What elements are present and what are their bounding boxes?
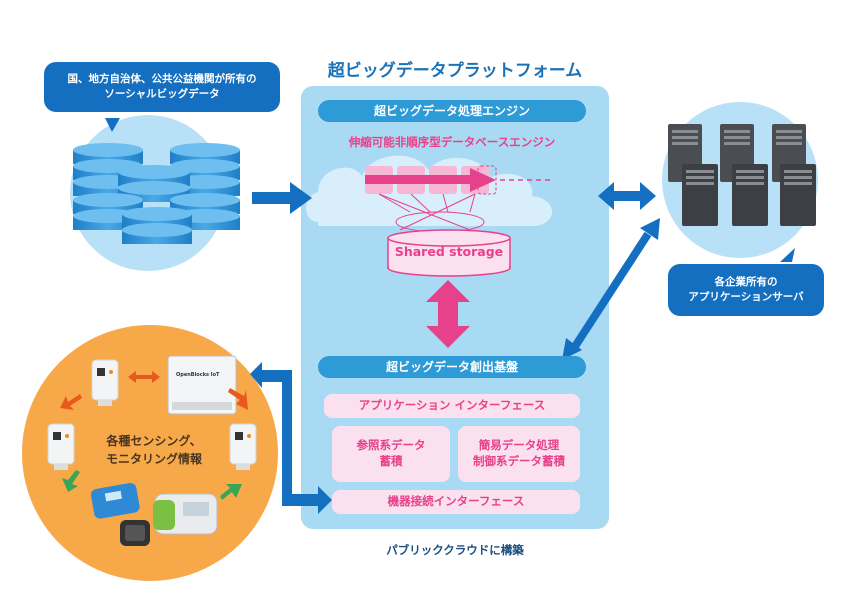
creation-base-bar: 超ビッグデータ創出基盤 (318, 356, 586, 378)
left-callout-tail (105, 118, 120, 132)
smart-watch-icon (120, 520, 150, 546)
device-interface-box: 機器接続インターフェース (332, 490, 580, 514)
sensing-label-line2: モニタリング情報 (105, 452, 202, 466)
storage-connectors (378, 193, 485, 233)
blood-pressure-monitor-icon (153, 493, 218, 535)
server-rack-icon (668, 124, 816, 226)
db-engine-label: 伸縮可能非順序型データベースエンジン (348, 135, 556, 149)
sensing-label-line1: 各種センシング、 (106, 434, 202, 448)
reference-store-box: 参照系データ 蓄積 (332, 426, 450, 482)
public-cloud-caption: パブリッククラウドに構築 (386, 543, 524, 557)
app-interface-box: アプリケーション インターフェース (324, 394, 580, 418)
platform-server-double-arrow (598, 182, 656, 210)
weight-scale-icon (90, 482, 140, 519)
control-store-box: 簡易データ処理 制御系データ蓄積 (458, 426, 580, 482)
control-store-line2: 制御系データ蓄積 (473, 454, 565, 468)
reference-store-line2: 蓄積 (379, 454, 403, 468)
engine-header-bar: 超ビッグデータ処理エンジン (318, 100, 586, 122)
shared-storage-cylinder (387, 229, 511, 277)
right-callout-tail (780, 248, 795, 262)
left-callout-line1: 国、地方自治体、公共公益機関が所有の (67, 72, 257, 85)
sensing-arrows (60, 371, 248, 500)
right-callout-line2: アプリケーションサーバ (688, 291, 804, 303)
vertical-double-arrow (426, 280, 470, 348)
gateway-device-icon (167, 355, 237, 415)
left-data-callout: 国、地方自治体、公共公益機関が所有の ソーシャルビッグデータ (44, 62, 280, 112)
right-server-callout: 各企業所有の アプリケーションサーバ (668, 264, 824, 316)
platform-title: 超ビッグデータプラットフォーム (327, 61, 583, 81)
blue-arrows (250, 182, 660, 514)
database-stack-icon (73, 143, 240, 244)
left-to-platform-arrow (252, 182, 312, 214)
reference-store-line1: 参照系データ (356, 438, 426, 453)
sensing-label: 各種センシング、 モニタリング情報 (90, 432, 218, 468)
shared-storage-label: Shared storage (394, 244, 504, 259)
left-callout-line2: ソーシャルビッグデータ (104, 88, 220, 100)
device-connection-arrow (250, 362, 332, 514)
right-callout-line1: 各企業所有の (714, 275, 778, 288)
sensor-devices (47, 355, 257, 546)
control-store-line1: 簡易データ処理 (478, 438, 560, 453)
processing-blocks (365, 165, 552, 195)
gateway-brand-label: OpenBlocks IoT (176, 372, 220, 378)
